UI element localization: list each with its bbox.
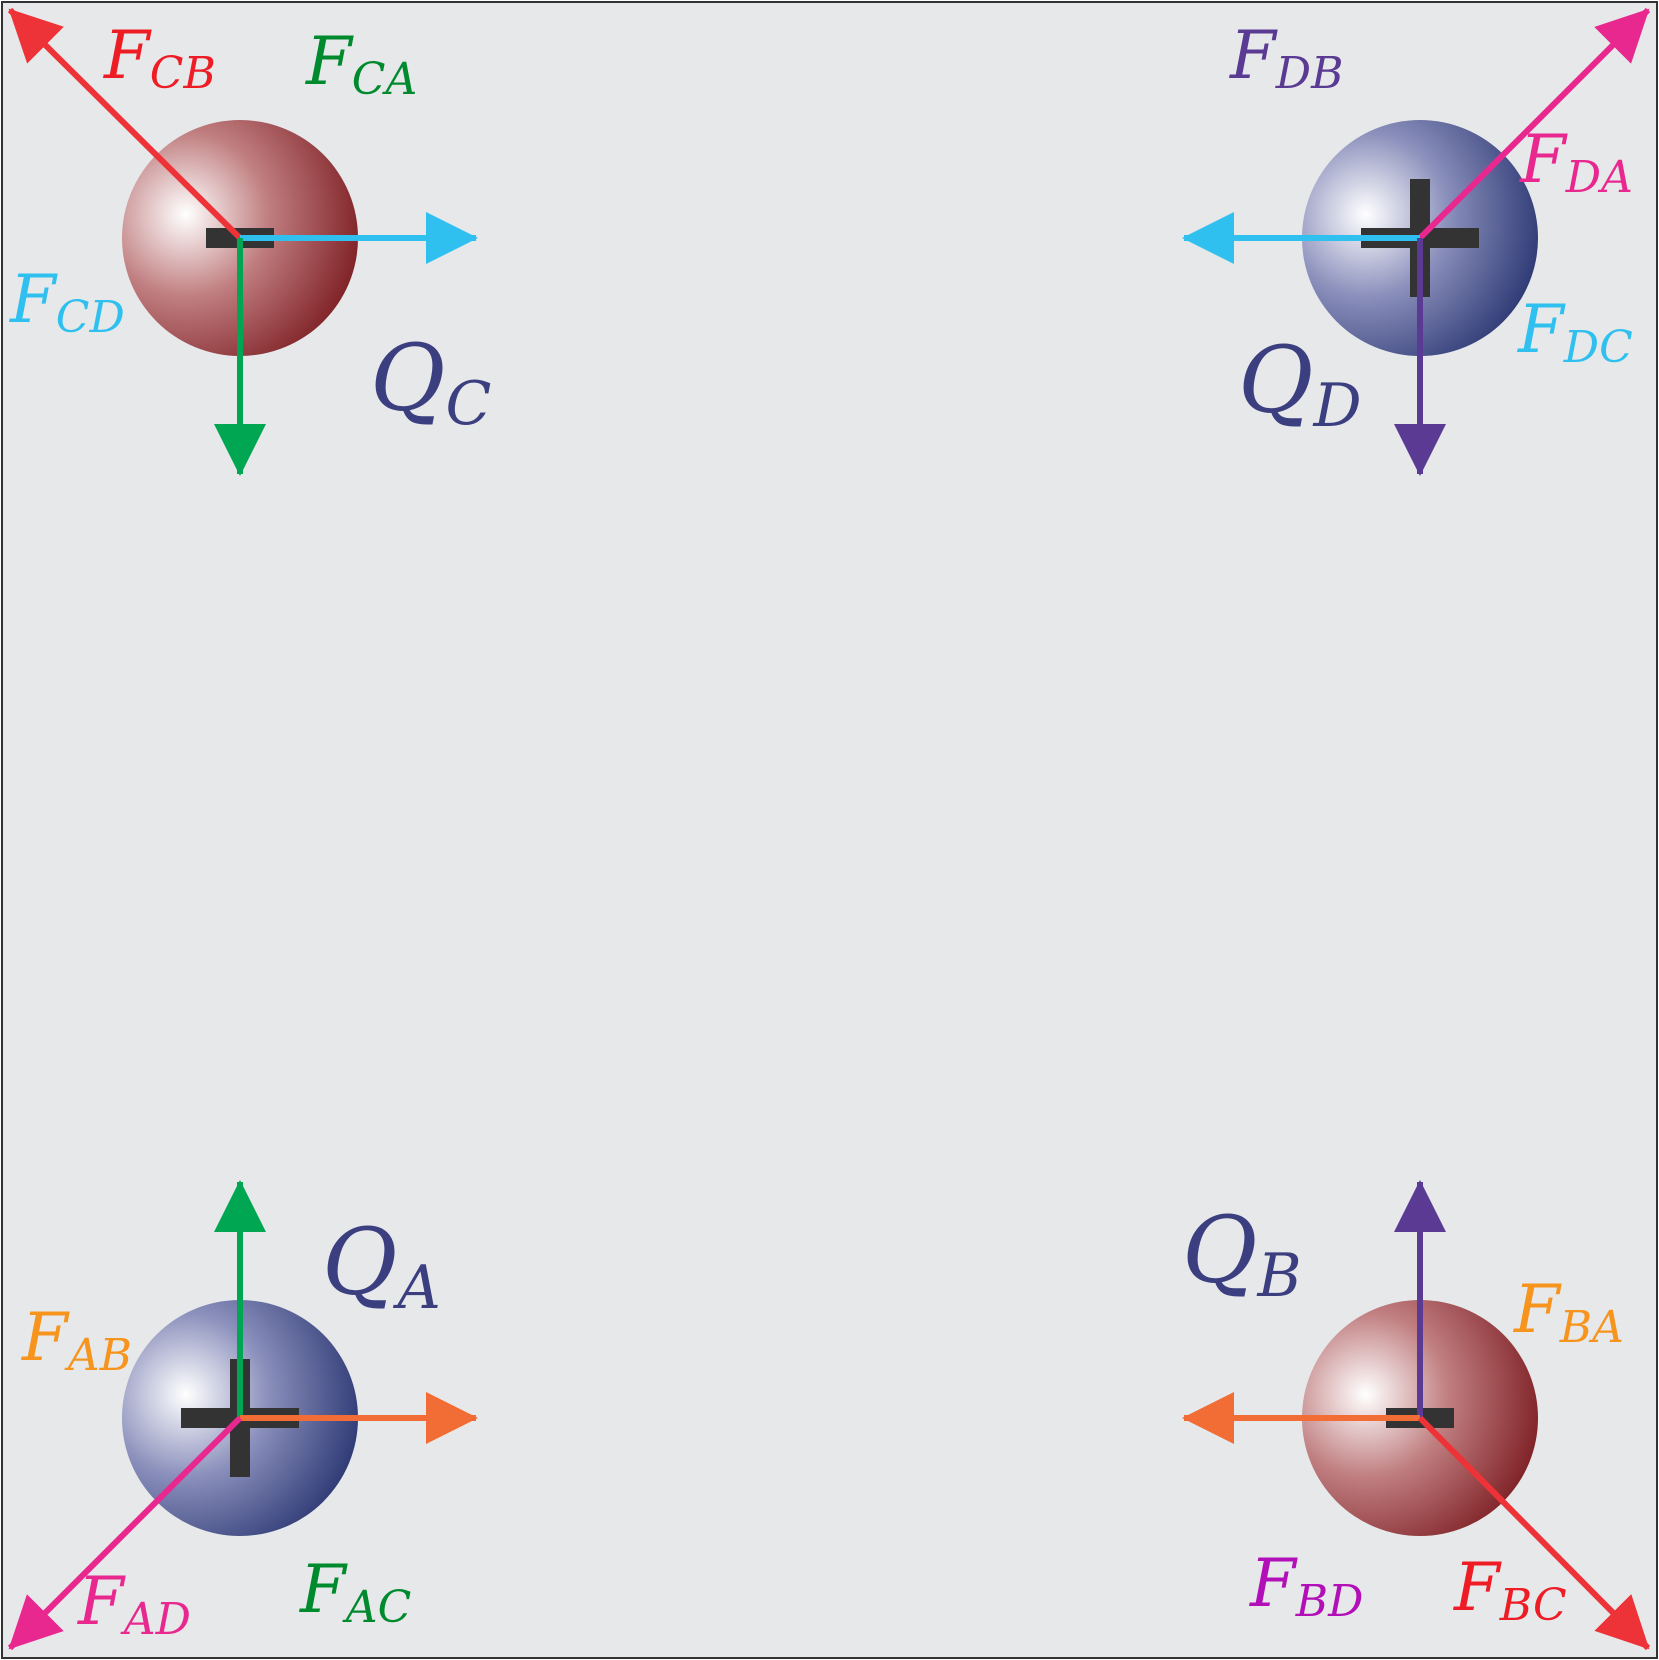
charge-label-a: QA (322, 1209, 441, 1323)
force-label-ab: FAB (21, 1299, 132, 1381)
force-arrow-bc (1417, 1415, 1651, 1651)
force-arrow-da (1417, 7, 1651, 241)
force-label-cb: FCB (103, 17, 216, 99)
force-label-ba: FBA (1513, 1271, 1624, 1353)
charge-label-d: QD (1238, 327, 1362, 441)
charge-d (1182, 7, 1651, 476)
charge-b (1182, 1180, 1651, 1651)
force-label-bd: FBD (1249, 1545, 1363, 1627)
force-label-ad: FAD (77, 1563, 191, 1645)
force-label-bc: FBC (1453, 1549, 1567, 1631)
force-label-dc: FDC (1517, 291, 1633, 373)
charge-c (7, 7, 478, 476)
force-label-da: FDA (1519, 121, 1633, 203)
charge-label-c: QC (370, 325, 491, 439)
force-label-ca: FCA (305, 23, 417, 105)
force-arrow-ad (7, 1415, 243, 1651)
charge-a (7, 1180, 478, 1651)
force-label-cd: FCD (9, 261, 125, 343)
force-arrow-cb (7, 7, 243, 241)
force-label-db: FDB (1229, 17, 1343, 99)
force-label-ac: FAC (299, 1551, 411, 1633)
charge-label-b: QB (1182, 1197, 1302, 1311)
